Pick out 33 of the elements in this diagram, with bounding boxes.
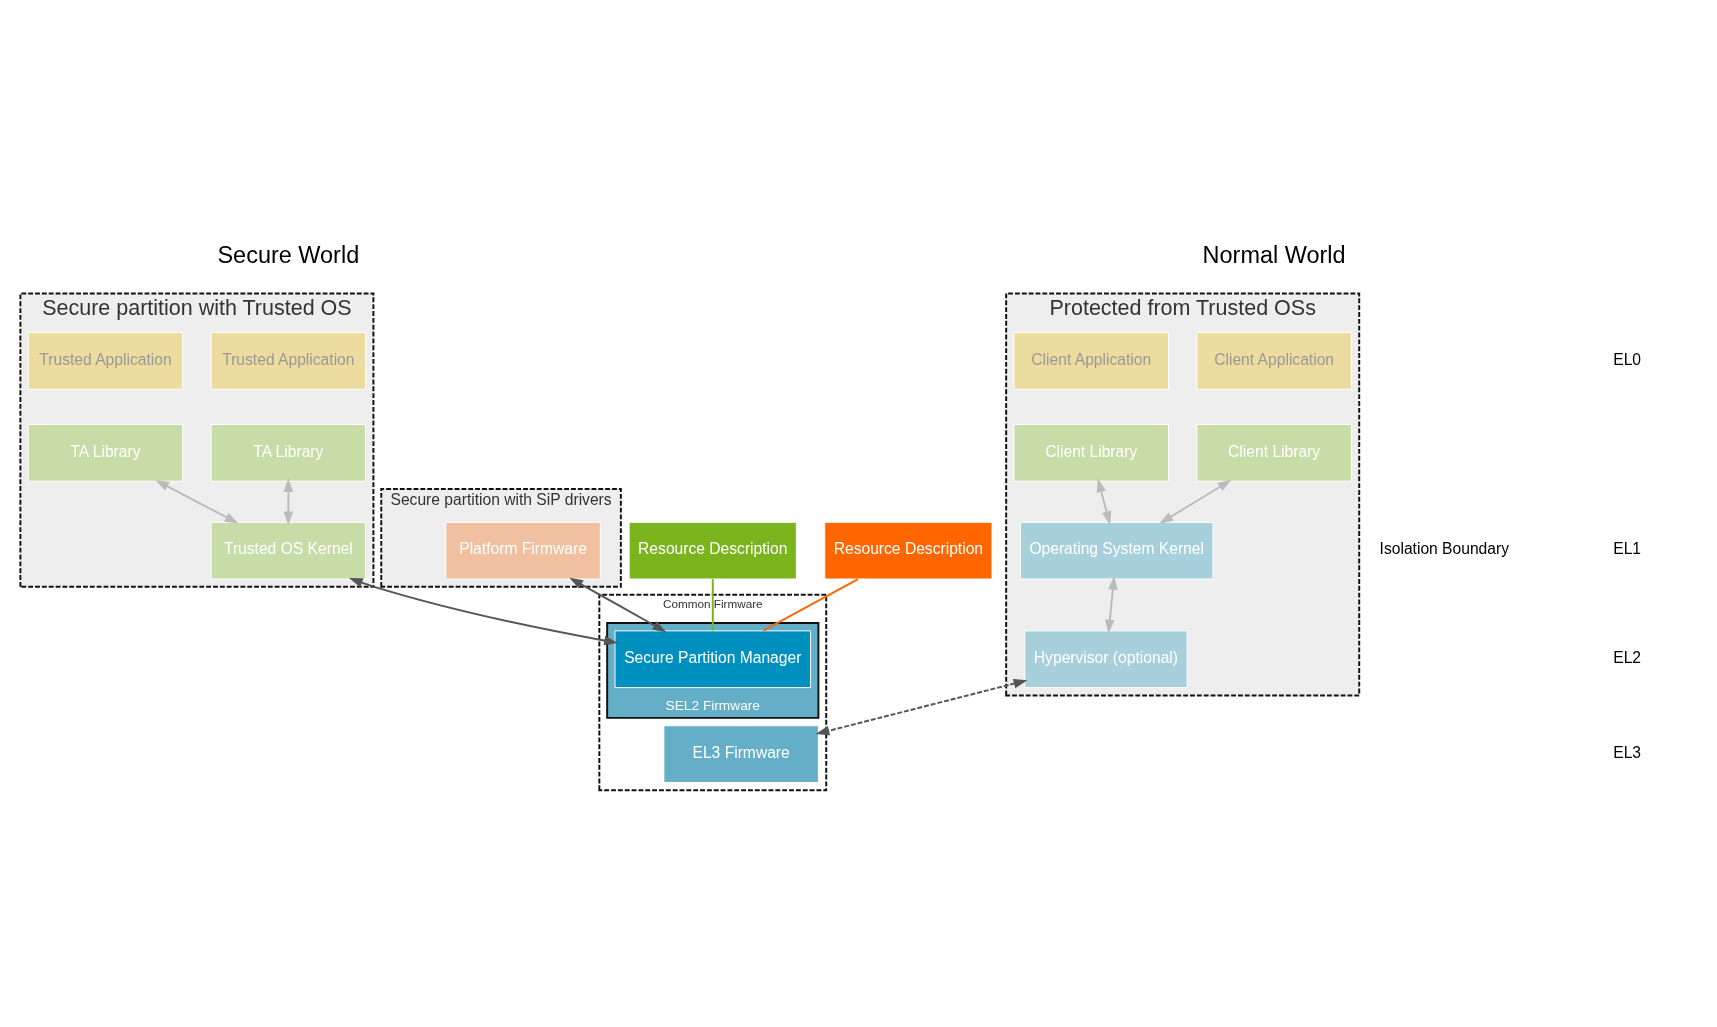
node-box: Secure Partition Manager <box>614 630 812 689</box>
arrow <box>815 678 1028 736</box>
label: EL1 <box>1613 540 1642 558</box>
node-box: Trusted Application <box>27 332 184 390</box>
node-box: TA Library <box>27 424 184 482</box>
connector <box>711 578 714 632</box>
label: EL2 <box>1613 648 1642 666</box>
node-box: Resource Description <box>824 521 993 580</box>
node-box: EL3 Firmware <box>663 725 819 783</box>
node-box: TA Library <box>210 424 367 482</box>
arrow <box>283 478 294 526</box>
node-box: Hypervisor (optional) <box>1024 630 1188 689</box>
label: Normal World <box>1202 242 1346 269</box>
node-box: Platform Firmware <box>445 521 601 580</box>
node-box: Client Application <box>1196 332 1352 390</box>
node-box: Resource Description <box>628 521 797 580</box>
arrow <box>1105 576 1118 634</box>
node-box: Trusted Application <box>210 332 367 390</box>
arrow <box>349 578 618 646</box>
label: Secure World <box>217 242 360 269</box>
label: Isolation Boundary <box>1379 540 1510 558</box>
arrow <box>1159 479 1232 524</box>
arrow <box>1096 478 1112 526</box>
node-box: Trusted OS Kernel <box>210 521 367 580</box>
node-box: Client Library <box>1196 424 1352 482</box>
label: EL3 <box>1613 743 1642 761</box>
label: EL0 <box>1613 350 1642 368</box>
arrow <box>155 479 239 524</box>
node-box: Operating System Kernel <box>1019 521 1214 580</box>
node-box: Client Application <box>1013 332 1169 390</box>
arrow <box>569 577 667 633</box>
connector <box>762 578 859 632</box>
node-box: Client Library <box>1013 424 1169 482</box>
